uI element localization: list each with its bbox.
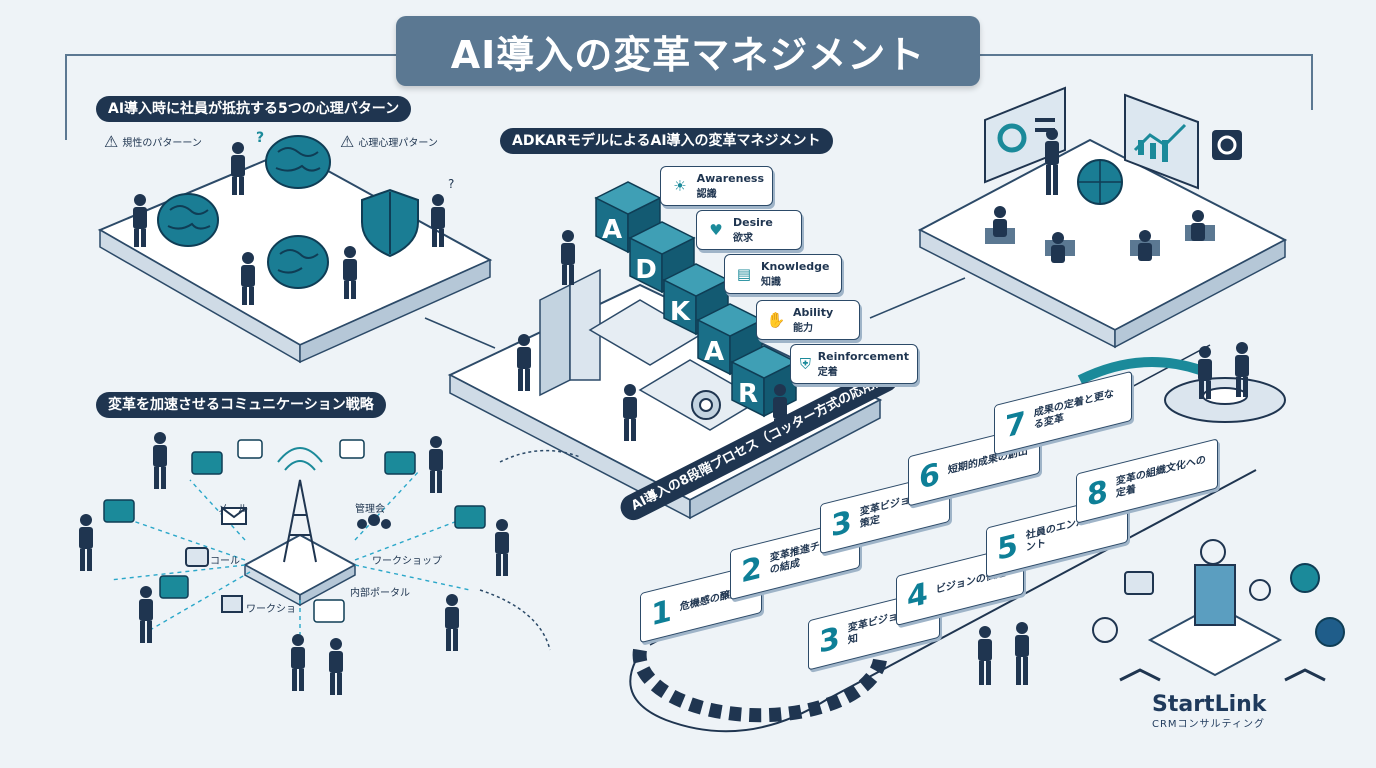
page-title: AI導入の変革マネジメント	[396, 16, 980, 86]
step-number: 6	[919, 456, 940, 497]
gear-icon	[691, 390, 721, 420]
adkar-card-jp: 定着	[817, 367, 838, 378]
chat-bubble-icon	[313, 599, 345, 623]
channel-label: コール	[210, 556, 240, 567]
pattern-tag-label: 心理心理パターン	[358, 138, 438, 149]
adkar-card-desire: ♥ Desire 欲求	[696, 210, 802, 250]
handshake-icon	[1119, 668, 1326, 682]
chat-bubble-icon	[103, 499, 135, 523]
adkar-card-jp: 能力	[793, 323, 813, 334]
step-number: 1	[651, 592, 672, 633]
warning-icon: ⚠	[104, 132, 119, 151]
psychology-platform: ? ?	[97, 130, 493, 364]
adkar-card-en: Reinforcement	[817, 350, 909, 363]
brain-icon	[267, 235, 329, 289]
chat-bubble-icon	[191, 451, 223, 475]
adkar-card-knowledge: ▤ Knowledge 知識	[724, 254, 842, 294]
channel-label: メール	[218, 504, 248, 515]
workshop-icon	[221, 595, 243, 613]
step-text: 成果の定着と更なる変革	[1033, 387, 1114, 432]
communication-platform	[79, 432, 509, 695]
channel-label: ワークショップ	[372, 556, 442, 567]
dashboard-icon	[1124, 571, 1154, 595]
gear-icon	[1200, 539, 1226, 565]
adkar-card-en: Desire	[733, 216, 773, 229]
mail-icon	[221, 507, 247, 525]
brain-icon	[265, 135, 331, 189]
network-hub	[1092, 539, 1345, 682]
channel-label: 内部ポータル	[350, 588, 410, 599]
step-text: 短期的成果の創出	[947, 445, 1028, 477]
shield-icon	[361, 188, 419, 258]
adkar-letter: A	[704, 337, 724, 367]
globe-icon	[1290, 563, 1320, 593]
logo-name: StartLink	[1152, 692, 1267, 717]
globe-icon	[1315, 617, 1345, 647]
shield-icon: ⛨	[799, 355, 811, 373]
adkar-card-en: Knowledge	[761, 260, 830, 273]
step-number: 5	[997, 527, 1018, 568]
top-gear-icon	[1164, 377, 1286, 423]
brain-icon	[157, 193, 219, 247]
adkar-card-jp: 認識	[696, 189, 717, 200]
step-number: 7	[1005, 404, 1026, 445]
office-platform	[917, 86, 1288, 349]
adkar-card-awareness: ☀ Awareness 認識	[660, 166, 773, 206]
step-number: 2	[741, 549, 762, 590]
adkar-letter: D	[635, 255, 657, 285]
svg-text:?: ?	[256, 130, 264, 146]
big-gear-icon	[632, 648, 887, 723]
adkar-card-reinforcement: ⛨ Reinforcement 定着	[790, 344, 918, 384]
adkar-heading: ADKARモデルによるAI導入の変革マネジメント	[500, 128, 833, 154]
communication-heading: 変革を加速させるコミュニケーション戦略	[96, 392, 386, 418]
heart-check-icon: ♥	[709, 221, 723, 239]
chat-bubble-icon	[159, 575, 189, 599]
step-number: 8	[1087, 473, 1108, 514]
connector-arrow	[479, 449, 581, 651]
chat-bubble-icon	[454, 505, 486, 529]
chart-monitor-icon	[1124, 93, 1199, 190]
lightbulb-icon: ☀	[673, 177, 687, 195]
connector-arrow	[424, 277, 966, 349]
pattern-tag-label: 規性のパターーン	[122, 138, 202, 149]
step-number: 3	[819, 620, 840, 661]
channel-label: 管理会	[355, 504, 385, 515]
pattern-tag-left: ⚠ 規性のパターーン	[104, 132, 202, 151]
pattern-tag-right: ⚠ 心理心理パターン	[340, 132, 438, 151]
adkar-card-ability: ✋ Ability 能力	[756, 300, 860, 340]
globe-icon	[1077, 159, 1123, 205]
channel-label: ワークショ	[246, 604, 296, 615]
step-number: 4	[907, 575, 928, 616]
chat-bubble-icon	[384, 451, 416, 475]
meeting-icon	[357, 514, 391, 529]
adkar-card-jp: 知識	[761, 277, 781, 288]
gear-icon	[1212, 130, 1242, 160]
frame-line	[65, 54, 1313, 140]
psychology-heading: AI導入時に社員が抵抗する5つの心理パターン	[96, 96, 412, 122]
warning-icon: ⚠	[340, 132, 355, 151]
gear-icon	[1249, 579, 1271, 601]
adkar-letter: R	[738, 379, 758, 409]
logo-subtitle: CRMコンサルティング	[1152, 719, 1265, 730]
adkar-letter: A	[602, 215, 622, 245]
chat-bubble-icon	[339, 439, 365, 459]
gear-icon	[1092, 617, 1118, 643]
book-icon: ▤	[736, 265, 752, 283]
adkar-card-en: Awareness	[696, 172, 764, 185]
chat-bubble-icon	[237, 439, 263, 459]
startlink-logo: StartLink CRMコンサルティング	[1152, 692, 1266, 730]
svg-text:?: ?	[448, 177, 454, 191]
building-icon	[1194, 564, 1236, 626]
radio-tower-icon	[277, 447, 323, 563]
adkar-card-en: Ability	[793, 306, 834, 319]
adkar-card-jp: 欲求	[733, 233, 753, 244]
hand-coin-icon: ✋	[766, 311, 786, 329]
step-number: 3	[831, 503, 852, 544]
adkar-letter: K	[670, 297, 691, 327]
phone-icon	[185, 547, 209, 567]
presentation-screen-icon	[984, 86, 1066, 184]
step-text: 変革の組織文化への定着	[1115, 453, 1206, 500]
kotter-path	[629, 342, 1286, 733]
